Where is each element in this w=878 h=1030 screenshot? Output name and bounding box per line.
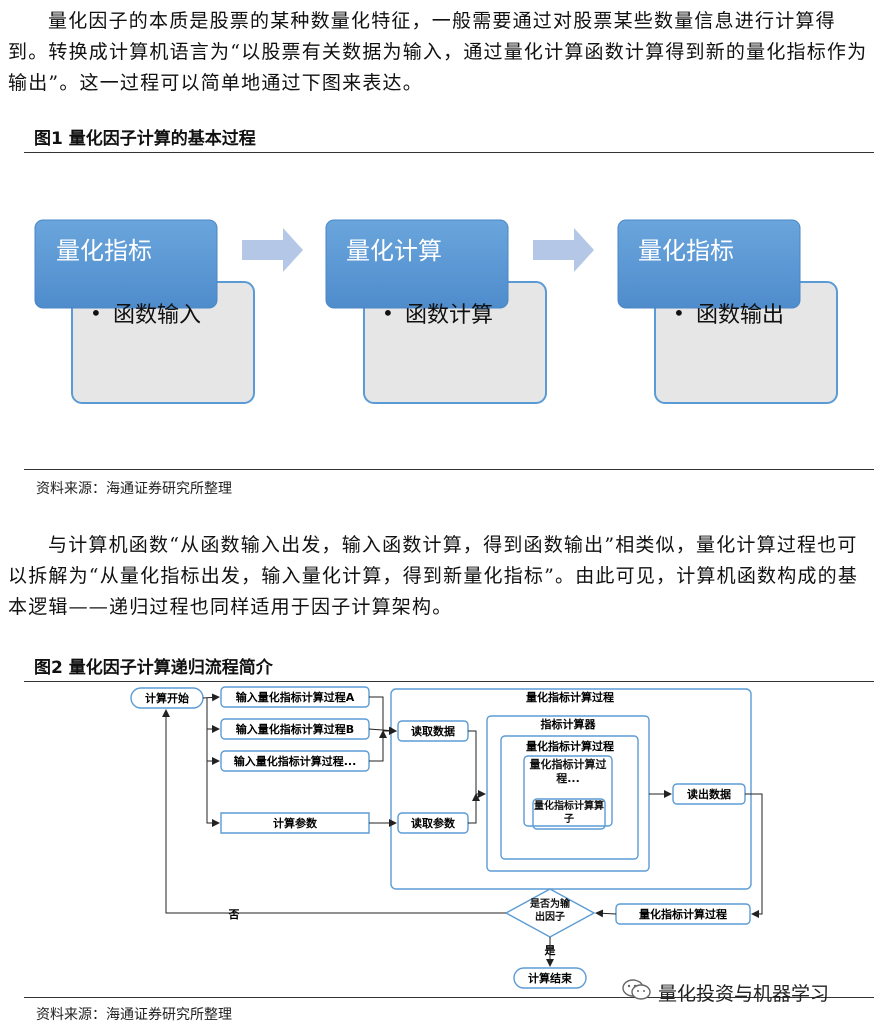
wechat-icon <box>622 979 652 1006</box>
step-3-header <box>617 219 801 309</box>
watermark-text: 量化投资与机器学习 <box>658 983 830 1005</box>
edge-output-result <box>745 793 763 918</box>
end-label: 计算结束 <box>528 971 573 985</box>
step-1-header-label: 量化指标 <box>56 237 152 265</box>
step-3-bullet-dot: • <box>673 301 685 325</box>
decision-label: 是否为输出因子 <box>530 899 570 923</box>
watermark: 量化投资与机器学习 <box>622 979 829 1006</box>
figure1-bottom-rule <box>24 469 874 470</box>
result-process-label: 量化指标计算过程 <box>639 907 727 921</box>
operator-label: 量化指标计算算子 <box>534 801 604 825</box>
edge-n-read <box>369 730 387 762</box>
edge-readp-calc <box>468 793 480 824</box>
figure2-top-rule <box>24 681 874 682</box>
process-step-1: 量化指标 • 函数输入 <box>34 219 255 404</box>
flow-arrow-2 <box>533 228 594 272</box>
edge-start-b <box>206 698 220 733</box>
figure1-top-rule <box>24 152 874 153</box>
figure2-title: 图2 量化因子计算递归流程简介 <box>34 658 273 678</box>
step-2-header-label: 量化计算 <box>346 237 442 265</box>
step-3-header-label: 量化指标 <box>638 237 734 265</box>
inner-inner-label: 量化指标计算过程... <box>529 758 607 785</box>
edge-decision-loop <box>162 709 506 914</box>
step-2-bullet-label: 函数计算 <box>405 303 493 328</box>
edge-a-read <box>369 696 397 735</box>
flow-arrow-1 <box>242 228 303 272</box>
intro-paragraph: 量化因子的本质是股票的某种数量化特征，一般需要通过对股票某些数量信息进行计算得到… <box>8 10 868 94</box>
params-label: 计算参数 <box>273 816 318 830</box>
edge-result-decision <box>595 909 617 918</box>
figure2-source: 资料来源：海通证券研究所整理 <box>36 1007 232 1023</box>
step-1-bullet-label: 函数输入 <box>113 303 201 328</box>
inner-process-group <box>500 735 639 860</box>
step-2-header <box>325 219 509 309</box>
process-step-3: 量化指标 • 函数输出 <box>617 219 838 404</box>
figure1-diagram: 量化指标 • 函数输入 量化计算 • 函数计算 量化指标 • 函数输出 <box>34 219 838 404</box>
outer-process-group <box>390 688 752 890</box>
edge-start-n <box>206 729 220 765</box>
step-2-bullet-dot: • <box>382 301 394 325</box>
figure2-flowchart: 量化指标计算过程 指标计算器 量化指标计算过程 量化指标计算过程... 量化指标… <box>130 686 763 989</box>
edge-start-a <box>202 693 220 702</box>
edge-read-calc <box>468 730 486 798</box>
step-1-bullet-dot: • <box>90 301 102 325</box>
operator-box <box>532 798 606 830</box>
no-label: 否 <box>228 908 240 921</box>
figure1-source: 资料来源：海通证券研究所整理 <box>36 481 232 497</box>
input-b-label: 输入量化指标计算过程B <box>236 722 354 736</box>
inner-process-label: 量化指标计算过程 <box>526 739 614 753</box>
process-step-2: 量化计算 • 函数计算 <box>325 219 547 404</box>
params-node <box>220 812 370 834</box>
edge-start-params <box>206 761 220 827</box>
outer-process-label: 量化指标计算过程 <box>526 690 614 704</box>
step-3-bullet-label: 函数输出 <box>696 303 784 328</box>
inner-inner-group <box>523 755 613 827</box>
calculator-label: 指标计算器 <box>541 717 597 731</box>
figure1-title: 图1 量化因子计算的基本过程 <box>34 129 256 149</box>
input-n-label: 输入量化指标计算过程... <box>234 754 357 768</box>
output-data-label: 读出数据 <box>687 787 731 801</box>
body-paragraph: 与计算机函数“从函数输入出发，输入函数计算，得到函数输出”相类似，量化计算过程也… <box>8 534 859 618</box>
start-label: 计算开始 <box>145 691 189 705</box>
end-node <box>513 967 587 989</box>
read-data-label: 读取数据 <box>411 724 455 738</box>
step-1-header <box>34 219 218 309</box>
input-a-label: 输入量化指标计算过程A <box>236 690 355 704</box>
figure2-bottom-rule <box>24 997 874 998</box>
read-params-label: 读取参数 <box>411 816 456 830</box>
